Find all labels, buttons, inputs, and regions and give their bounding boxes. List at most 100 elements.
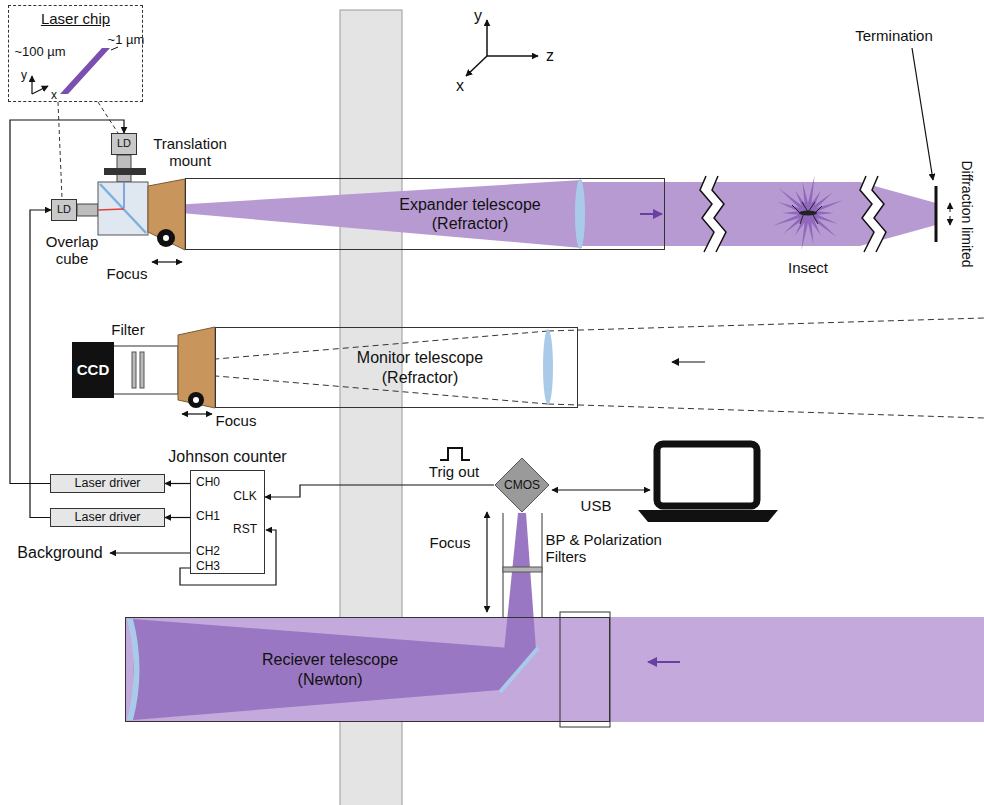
axis-label: z bbox=[546, 47, 554, 65]
focused-light bbox=[500, 513, 536, 690]
laser-driver: Laser driver bbox=[50, 474, 165, 493]
focus-arrow bbox=[182, 413, 196, 414]
node-text: Laser chip bbox=[41, 10, 110, 28]
focus-arrow bbox=[486, 512, 487, 562]
laptop-base bbox=[638, 510, 778, 522]
received-light bbox=[125, 617, 984, 722]
focus-arrow bbox=[486, 562, 487, 612]
signal-wire bbox=[165, 517, 190, 518]
dimension-arrow bbox=[950, 216, 951, 225]
pin-label: CLK bbox=[233, 490, 256, 504]
laser-beam-cone bbox=[123, 180, 582, 248]
part-label: Focus bbox=[216, 412, 257, 429]
break-marks bbox=[700, 176, 886, 252]
focuser bbox=[178, 327, 215, 408]
part-label: BP & Polarization Filters bbox=[546, 531, 681, 566]
pin-label: CH2 bbox=[196, 545, 220, 559]
lens bbox=[543, 329, 553, 405]
signal-label: Trig out bbox=[427, 463, 481, 480]
part-label: Insect bbox=[788, 259, 828, 276]
beam-arrow bbox=[640, 213, 662, 215]
expander-telescope: Expander telescope (Refractor) bbox=[185, 178, 665, 250]
node-text: Reciever telescope (Newton) bbox=[248, 650, 413, 688]
node-text: Laser driver bbox=[75, 476, 141, 491]
dashed-leader bbox=[58, 102, 62, 198]
insect-drawing bbox=[772, 176, 843, 251]
monitor-telescope: Monitor telescope (Refractor) bbox=[215, 327, 578, 408]
dashed-leader bbox=[98, 102, 118, 133]
beam-arrow bbox=[648, 661, 680, 663]
focus-arrow bbox=[166, 261, 182, 262]
laser-driver: Laser driver bbox=[50, 508, 165, 527]
usb-arrow bbox=[596, 489, 650, 490]
receiver-telescope: Reciever telescope (Newton) bbox=[125, 617, 610, 722]
pin-label: CH0 bbox=[196, 476, 220, 490]
overlap-cube bbox=[98, 182, 148, 235]
bandpass-filter bbox=[503, 567, 542, 572]
node-text: LD bbox=[57, 203, 71, 216]
filter bbox=[132, 352, 136, 388]
focuser bbox=[148, 179, 185, 250]
signal-wire bbox=[30, 210, 51, 518]
pin-label: CH3 bbox=[196, 560, 220, 574]
focus-knob bbox=[157, 229, 175, 247]
axis-label: y bbox=[21, 69, 27, 83]
part-label: Focus bbox=[107, 265, 148, 282]
part-label: Filter bbox=[111, 321, 144, 338]
pin-label: RST bbox=[233, 523, 257, 537]
dimension-label: ~100 µm bbox=[14, 45, 65, 60]
node-text: CMOS bbox=[504, 478, 540, 492]
filter-housing bbox=[112, 346, 178, 394]
laser-diode: LD bbox=[111, 133, 137, 155]
laser-ray bbox=[98, 209, 124, 210]
lens bbox=[575, 179, 585, 249]
reflected-light bbox=[133, 619, 536, 720]
dimension-label: ~1 µm bbox=[108, 33, 145, 48]
view-ray bbox=[548, 318, 984, 331]
part-label: Translation mount bbox=[143, 135, 238, 170]
node-text: CCD bbox=[77, 361, 110, 379]
axis-label: x bbox=[51, 89, 57, 103]
signal-wire bbox=[10, 120, 124, 484]
pulse-symbol bbox=[440, 448, 470, 460]
secondary-mirror bbox=[500, 648, 538, 692]
node-text: Laser driver bbox=[75, 510, 141, 525]
axis-label: y bbox=[474, 7, 482, 25]
view-ray bbox=[548, 404, 984, 418]
focus-knob bbox=[188, 392, 204, 408]
laptop bbox=[657, 444, 757, 506]
signal-label: Background bbox=[17, 544, 102, 562]
translation-mount bbox=[104, 168, 146, 175]
usb-arrow bbox=[552, 489, 596, 490]
node-text: Expander telescope (Refractor) bbox=[388, 195, 553, 233]
view-ray bbox=[180, 373, 548, 404]
focus-arrow bbox=[196, 413, 212, 414]
eyepiece-tube bbox=[542, 513, 543, 617]
node-text: Johnson counter bbox=[168, 447, 286, 466]
node-text: Monitor telescope (Refractor) bbox=[345, 348, 495, 386]
tube-front bbox=[560, 612, 610, 727]
ld-holder bbox=[77, 204, 98, 216]
focus-arrow bbox=[152, 261, 166, 262]
node-text: LD bbox=[117, 137, 131, 150]
cmos-camera: CMOS bbox=[494, 457, 550, 513]
signal-wire bbox=[165, 483, 190, 484]
signal-label: USB bbox=[581, 497, 612, 514]
signal-wire bbox=[265, 485, 494, 497]
laser-diode: LD bbox=[51, 199, 77, 221]
part-label: Diffraction limited bbox=[959, 160, 975, 267]
primary-mirror bbox=[127, 619, 140, 720]
reset-wire bbox=[180, 530, 276, 585]
background-wire bbox=[110, 552, 190, 553]
part-label: Focus bbox=[430, 534, 471, 551]
axes bbox=[466, 20, 538, 76]
filter bbox=[140, 352, 144, 388]
laser-ray bbox=[123, 182, 125, 208]
dimension-arrow bbox=[950, 203, 951, 212]
part-label: Termination bbox=[855, 27, 933, 44]
leader-line bbox=[912, 48, 933, 180]
ccd-camera: CCD bbox=[72, 342, 114, 398]
direction-arrow bbox=[672, 361, 705, 362]
